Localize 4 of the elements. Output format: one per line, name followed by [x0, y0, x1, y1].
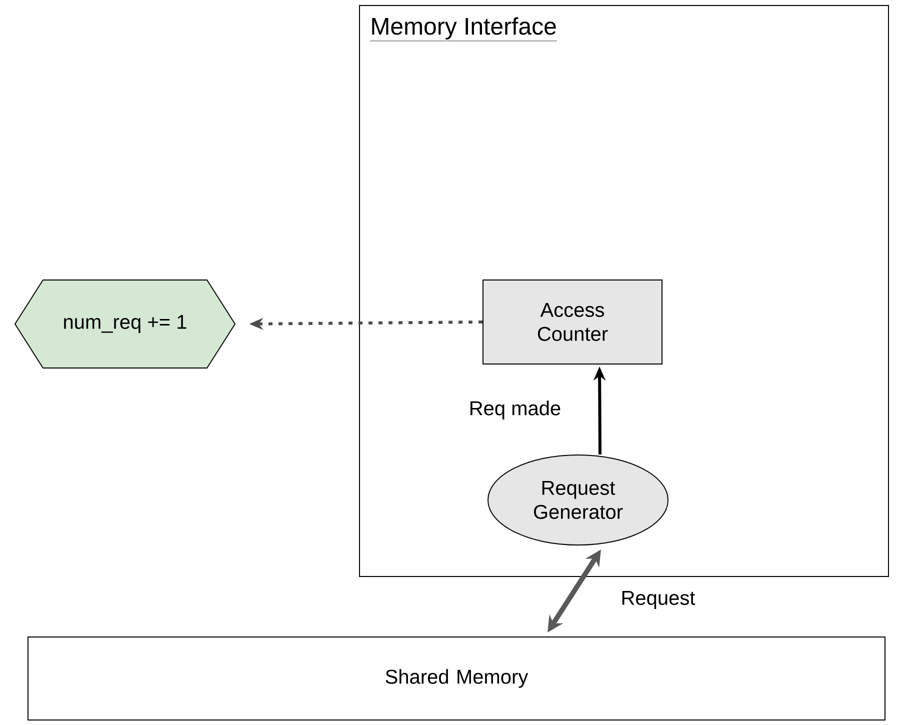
memory-box: Shared Memory	[28, 636, 886, 720]
edge-label: Request	[618, 589, 698, 611]
edge-label: Req made	[466, 398, 564, 422]
process-box: Access Counter	[482, 280, 662, 364]
